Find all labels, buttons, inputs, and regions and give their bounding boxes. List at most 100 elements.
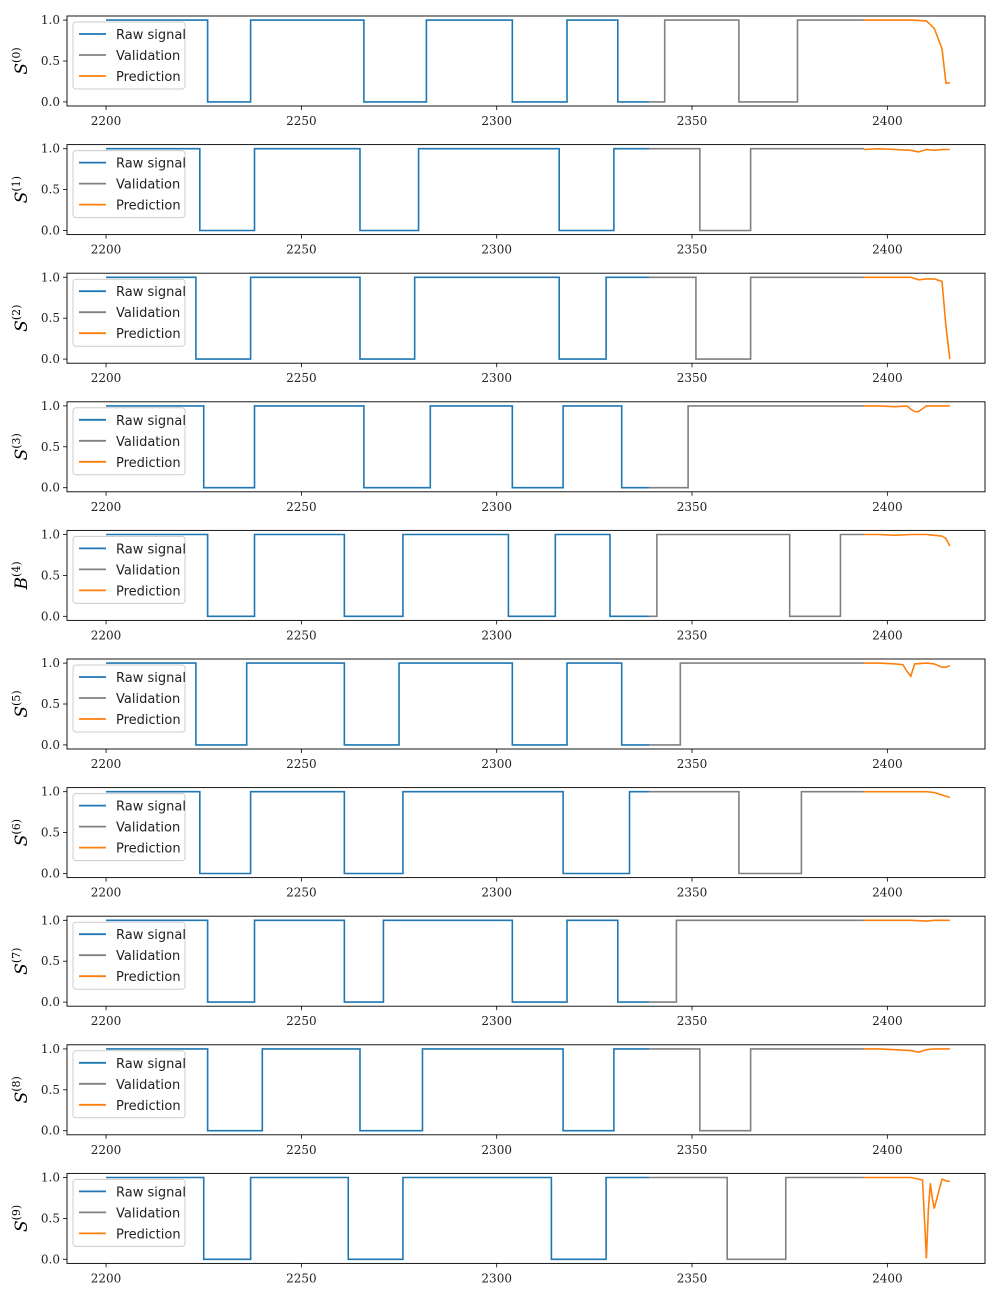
legend-box	[72, 407, 186, 476]
series-line-raw-signal	[106, 1048, 650, 1132]
legend-box	[72, 664, 186, 733]
series-line-validation	[649, 276, 864, 360]
x-tick-label: 2400	[872, 500, 903, 514]
legend-label: Raw signal	[116, 157, 186, 172]
series-line-prediction	[863, 405, 950, 413]
x-tick-label: 2300	[481, 628, 512, 642]
y-axis-label: B(4)	[10, 561, 32, 590]
x-tick-label: 2350	[677, 371, 708, 385]
legend-label: Prediction	[116, 970, 181, 985]
y-axis-label: S(3)	[10, 433, 32, 460]
x-tick-label: 2350	[677, 1271, 708, 1285]
series-line-raw-signal	[106, 533, 650, 618]
y-tick-label: 0.0	[41, 1252, 60, 1266]
legend-label: Prediction	[116, 199, 181, 214]
legend-label: Validation	[116, 178, 180, 193]
legend-label: Raw signal	[116, 928, 186, 943]
x-tick-label: 2200	[91, 757, 122, 771]
y-tick-label: 1.0	[41, 399, 60, 413]
y-tick-label: 0.0	[41, 224, 60, 238]
x-tick-label: 2250	[286, 886, 317, 900]
y-tick-label: 1.0	[41, 527, 60, 541]
x-tick-label: 2350	[677, 1014, 708, 1028]
legend-label: Prediction	[116, 1099, 181, 1114]
y-tick-label: 0.5	[41, 183, 60, 197]
y-axis-label: S(8)	[10, 1076, 32, 1103]
y-tick-label: 1.0	[41, 656, 60, 670]
series-line-raw-signal	[106, 1176, 650, 1261]
x-tick-label: 2400	[872, 114, 903, 128]
series-line-prediction	[863, 662, 951, 678]
legend-label: Prediction	[116, 327, 181, 342]
y-tick-label: 0.5	[41, 311, 60, 325]
x-tick-label: 2350	[677, 114, 708, 128]
y-tick-label: 1.0	[41, 142, 60, 156]
axes-frame	[66, 15, 986, 107]
x-tick-label: 2300	[481, 757, 512, 771]
y-tick-label: 0.0	[41, 1124, 60, 1138]
y-tick-label: 0.0	[41, 609, 60, 623]
series-line-raw-signal	[106, 919, 650, 1003]
x-tick-label: 2300	[481, 1014, 512, 1028]
x-tick-label: 2300	[481, 886, 512, 900]
legend-label: Raw signal	[116, 1185, 186, 1200]
y-tick-label: 0.5	[41, 826, 60, 840]
x-tick-label: 2200	[91, 1143, 122, 1157]
legend-box	[72, 1050, 186, 1119]
series-line-prediction	[863, 1048, 950, 1053]
legend-label: Validation	[116, 435, 180, 450]
axes-frame	[66, 1172, 986, 1264]
series-line-validation	[649, 1048, 864, 1132]
y-axis-label: S(0)	[10, 47, 32, 74]
x-tick-label: 2300	[481, 500, 512, 514]
x-tick-label: 2250	[286, 1271, 317, 1285]
legend-label: Prediction	[116, 713, 181, 728]
y-tick-label: 0.0	[41, 352, 60, 366]
legend-box	[72, 793, 186, 862]
x-tick-label: 2200	[91, 371, 122, 385]
x-tick-label: 2400	[872, 886, 903, 900]
y-axis-label: S(1)	[10, 176, 32, 203]
x-tick-label: 2300	[481, 243, 512, 257]
y-axis-label: S(9)	[10, 1205, 32, 1232]
axes-frame	[66, 915, 986, 1007]
series-line-prediction	[863, 1176, 951, 1259]
y-tick-label: 0.0	[41, 867, 60, 881]
legend-box	[72, 1178, 186, 1247]
axes-frame	[66, 658, 986, 750]
series-line-validation	[649, 147, 864, 232]
series-line-validation	[649, 919, 864, 1003]
y-axis-label: S(6)	[10, 819, 32, 846]
x-tick-label: 2400	[872, 243, 903, 257]
y-tick-label: 0.0	[41, 995, 60, 1009]
legend-label: Raw signal	[116, 285, 186, 300]
x-tick-label: 2200	[91, 500, 122, 514]
x-tick-label: 2400	[872, 371, 903, 385]
x-tick-label: 2400	[872, 757, 903, 771]
x-tick-label: 2350	[677, 243, 708, 257]
x-tick-label: 2200	[91, 1014, 122, 1028]
legend-label: Validation	[116, 563, 180, 578]
x-tick-label: 2200	[91, 628, 122, 642]
x-tick-label: 2250	[286, 500, 317, 514]
legend-label: Validation	[116, 49, 180, 64]
series-line-validation	[649, 405, 864, 489]
legend-label: Raw signal	[116, 414, 186, 429]
x-tick-label: 2250	[286, 628, 317, 642]
legend-label: Prediction	[116, 1227, 181, 1242]
axes-frame	[66, 272, 986, 364]
x-tick-label: 2250	[286, 1143, 317, 1157]
axes-frame	[66, 144, 986, 236]
series-line-raw-signal	[106, 790, 650, 875]
legend-label: Prediction	[116, 70, 181, 85]
